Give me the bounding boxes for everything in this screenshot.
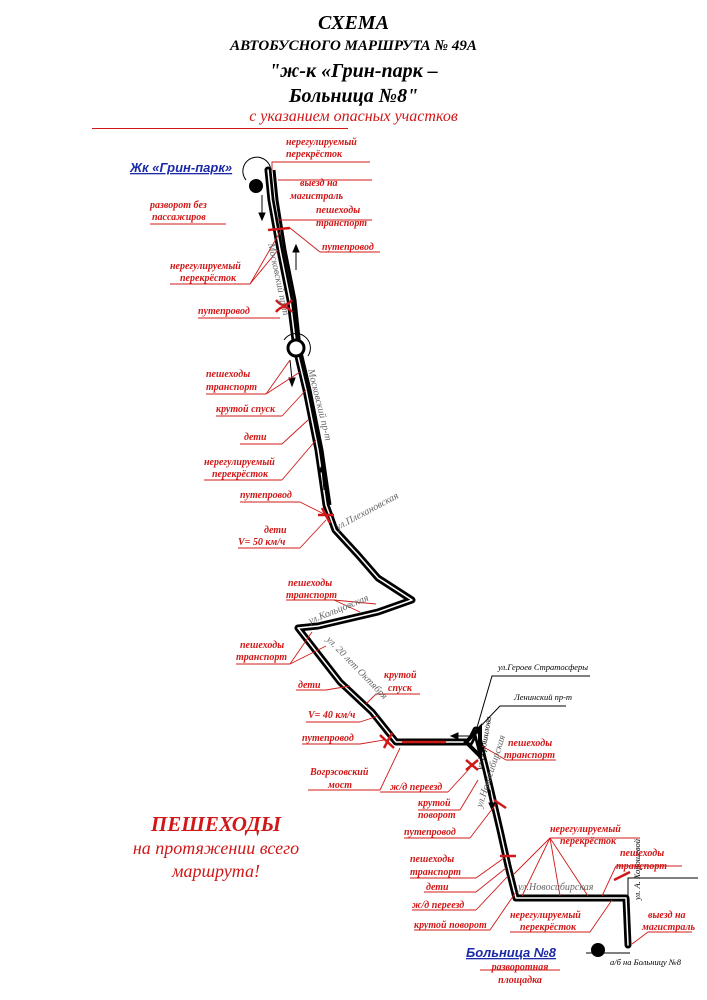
label-overpass-5: путепровод xyxy=(404,827,456,838)
label-bridge-a: Вогрэсовский xyxy=(309,767,369,778)
label-speed-40: V= 40 км/ч xyxy=(308,710,355,721)
label-unregulated-3a: нерегулируемый xyxy=(204,457,275,468)
street-to-hospital: а/б на Больницу №8 xyxy=(610,957,682,967)
label-overpass-1: путепровод xyxy=(322,242,374,253)
start-turn-arc xyxy=(242,156,272,181)
label-ped-7b: транспорт xyxy=(616,861,667,872)
label-ped-1b: транспорт xyxy=(316,218,367,229)
danger-leaders xyxy=(150,161,692,971)
label-ped-3a: пешеходы xyxy=(288,578,332,589)
street-plekhanovskaya: ул.Плехановская xyxy=(333,490,400,533)
street-geroev-stratosfery: ул.Героев Стратосферы xyxy=(497,662,588,672)
label-unregulated-1a: нерегулируемый xyxy=(286,137,357,148)
junction-triangle xyxy=(463,723,482,761)
label-exit-b: магистраль xyxy=(289,191,343,202)
label-ped-2a: пешеходы xyxy=(206,369,250,380)
street-khoroshevoy: ул. А. Хорошевой xyxy=(632,838,642,901)
label-turn-2: крутой поворот xyxy=(414,920,487,931)
label-ped-6a: пешеходы xyxy=(508,738,552,749)
end-stop-note-1: разворотная xyxy=(491,962,549,973)
label-steep-2b: спуск xyxy=(388,683,413,694)
label-overpass-3: путепровод xyxy=(240,490,292,501)
label-ped-5b: транспорт xyxy=(410,867,461,878)
label-unregulated-4a: нерегулируемый xyxy=(550,824,621,835)
route-name-line2: Больница №8" xyxy=(288,85,419,107)
label-ped-4b: транспорт xyxy=(236,652,287,663)
label-rail-2: ж/д переезд xyxy=(412,900,464,911)
danger-marks xyxy=(267,226,631,882)
label-kids-3: дети xyxy=(298,680,321,691)
end-stop-label: Больница №8 xyxy=(466,945,557,960)
label-steep-2a: крутой xyxy=(384,670,417,681)
label-unregulated-5b: перекрёсток xyxy=(520,922,577,933)
label-ped-7a: пешеходы xyxy=(620,848,664,859)
label-ped-1a: пешеходы xyxy=(316,205,360,216)
label-ped-3b: транспорт xyxy=(286,590,337,601)
route-subtitle: АВТОБУСНОГО МАРШРУТА № 49А xyxy=(230,38,477,54)
label-steep: крутой спуск xyxy=(216,404,276,415)
route-line xyxy=(272,169,332,506)
label-speed-50: V= 50 км/ч xyxy=(238,537,285,548)
label-unregulated-3b: перекрёсток xyxy=(212,469,269,480)
danger-subtitle-underline xyxy=(92,128,348,129)
start-terminus-dot xyxy=(249,179,263,193)
label-ped-2b: транспорт xyxy=(206,382,257,393)
label-unregulated-4b: перекрёсток xyxy=(560,836,617,847)
label-ped-6b: транспорт xyxy=(504,750,555,761)
label-exit-2a: выезд на xyxy=(648,910,686,921)
label-bridge-b: мост xyxy=(327,780,352,791)
direction-arrows xyxy=(258,195,496,812)
label-exit-2b: магистраль xyxy=(641,922,695,933)
street-novosibirskaya-2: ул.Новосибирская xyxy=(517,882,594,893)
label-turn-1b: поворот xyxy=(418,810,456,821)
label-kids-2: дети xyxy=(264,525,287,536)
label-kids-4: дети xyxy=(426,882,449,893)
label-uturn-a: разворот без xyxy=(149,200,207,211)
label-overpass-4: путепровод xyxy=(302,733,354,744)
label-exit-a: выезд на xyxy=(300,178,338,189)
scheme-title: СХЕМА xyxy=(318,12,389,34)
street-leninsky: Ленинский пр-т xyxy=(513,692,572,702)
label-kids-1: дети xyxy=(244,432,267,443)
label-unregulated-5a: нерегулируемый xyxy=(510,910,581,921)
ring-outer-arc xyxy=(283,333,311,357)
pedestrians-notice-line2: на протяжении всего xyxy=(132,838,300,858)
label-turn-1a: крутой xyxy=(418,798,451,809)
label-ped-4a: пешеходы xyxy=(240,640,284,651)
pedestrians-notice-title: ПЕШЕХОДЫ xyxy=(150,812,282,836)
side-streets xyxy=(475,675,698,954)
label-ped-5a: пешеходы xyxy=(410,854,454,865)
pedestrians-notice-line3: маршрута! xyxy=(171,861,261,881)
label-rail-1: ж/д переезд xyxy=(390,782,442,793)
route-name-line1: "ж-к «Грин-парк – xyxy=(269,60,438,82)
danger-subtitle: с указанием опасных участков xyxy=(249,108,458,125)
label-overpass-2: путепровод xyxy=(198,306,250,317)
label-uturn-b: пассажиров xyxy=(152,212,206,223)
end-stop-note-2: площадка xyxy=(498,975,542,986)
ring-junction xyxy=(286,338,306,358)
label-unregulated-2b: перекрёсток xyxy=(180,273,237,284)
label-unregulated-1b: перекрёсток xyxy=(286,149,343,160)
label-unregulated-2a: нерегулируемый xyxy=(170,261,241,272)
end-terminus-dot xyxy=(591,943,605,957)
start-stop-label: Жк «Грин-парк» xyxy=(129,160,232,175)
